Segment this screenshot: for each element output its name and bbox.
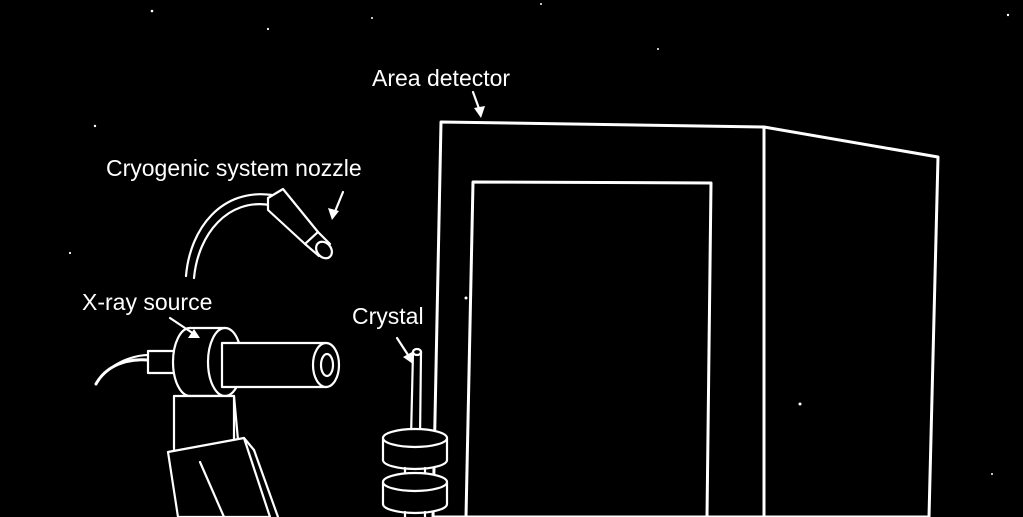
xray-tube	[220, 341, 328, 389]
label-area-detector: Area detector	[372, 65, 510, 91]
xray-stand-edge	[232, 394, 240, 442]
cryo-hose-inner	[192, 203, 272, 280]
xray-arrowhead	[188, 329, 200, 338]
xray-tube-end	[311, 341, 341, 389]
xray-arm-groove	[198, 460, 226, 517]
mount-disk-lower-top	[381, 471, 449, 493]
cryo-nozzle-body	[266, 187, 320, 246]
xray-source	[94, 316, 341, 517]
cryo-arrowhead	[328, 208, 339, 220]
area-detector	[431, 90, 940, 517]
mount-disk-upper-top	[381, 427, 449, 449]
crystal-pin-left	[409, 350, 415, 440]
cryogenic-nozzle	[184, 187, 345, 280]
crystal-arrowhead	[403, 352, 413, 364]
label-xray-source: X-ray source	[82, 289, 212, 315]
detector-side-face	[762, 125, 940, 517]
xray-connector	[146, 349, 178, 375]
detector-front-face	[431, 120, 766, 517]
detector-arrowhead	[474, 106, 485, 118]
xray-stand-arm	[166, 436, 272, 517]
xray-arm-edge	[242, 436, 256, 452]
cryo-hose-outer	[184, 193, 274, 278]
crystal-tip	[411, 347, 423, 357]
detector-screen	[464, 180, 713, 517]
xray-pointer-arrow	[168, 316, 196, 336]
label-crystal: Crystal	[352, 303, 424, 329]
scan-specks	[68, 3, 1010, 475]
xray-tube-aperture	[319, 352, 335, 378]
crystal-pin-right	[418, 350, 423, 440]
crystal-mount	[381, 336, 449, 517]
label-cryogenic-nozzle: Cryogenic system nozzle	[106, 155, 362, 181]
cryo-nozzle-opening	[315, 240, 333, 260]
xray-arm-side	[252, 448, 280, 517]
